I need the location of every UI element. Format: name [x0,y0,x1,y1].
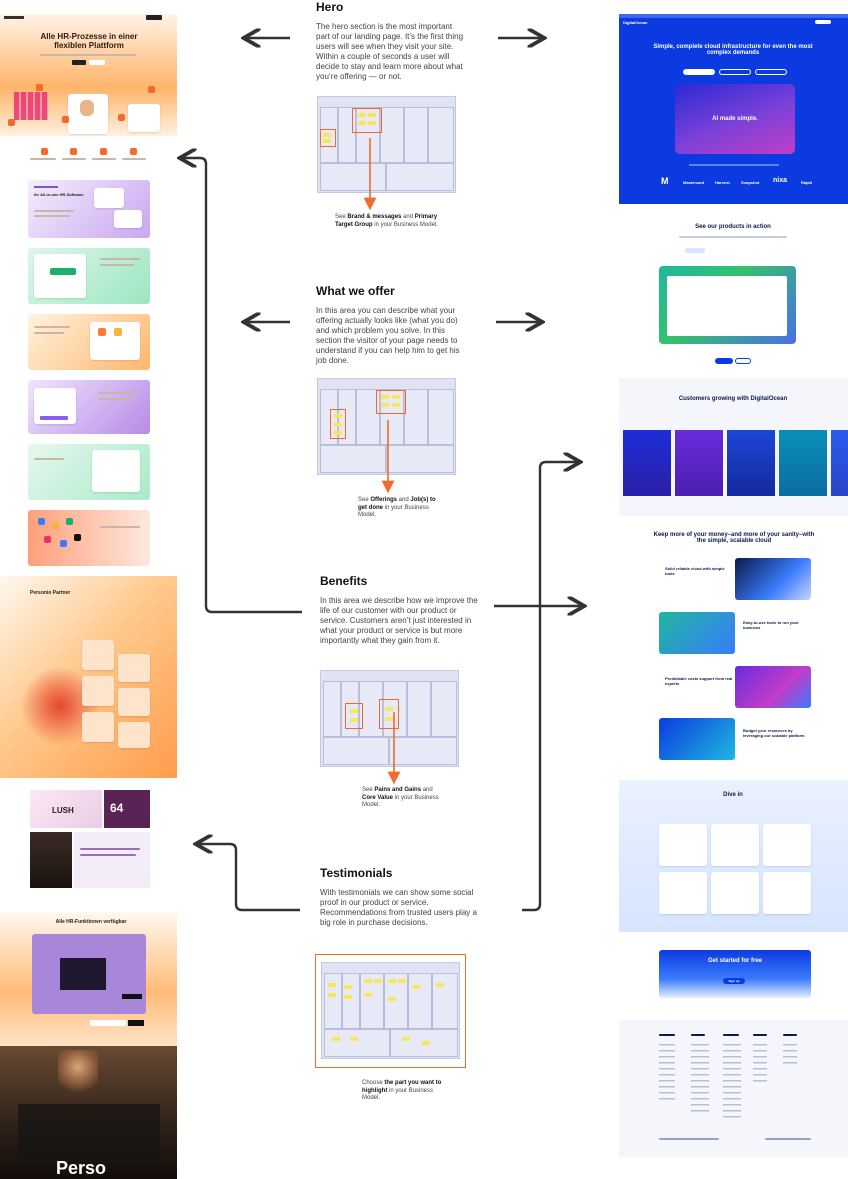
left-cta-section: Alle HR-Funktionen verfügbar [0,912,177,1046]
hero-body: The hero section is the most important p… [316,22,464,81]
right-start-button[interactable]: Sign up [723,978,745,984]
right-logo-3: Harvest [715,180,730,185]
left-features-row [0,146,177,176]
hero-title: Hero [316,0,344,14]
right-hero: DigitalOcean Simple, complete cloud infr… [619,14,848,204]
left-customer-number: 64 [110,801,124,815]
left-integrations [28,510,150,566]
right-dive-title: Dive in [723,792,743,798]
right-dive-in: Dive in [619,780,848,932]
left-footer-word: Perso [56,1158,107,1178]
right-logo-4: Snapshot [741,180,760,185]
right-page-screenshot: DigitalOcean Simple, complete cloud infr… [619,14,848,1157]
right-logo-6: Rapid [801,180,813,185]
offer-caption: See Offerings and Job(s) to get done in … [358,497,436,518]
right-footer [619,1020,848,1157]
left-mid-title: Personio Partner [30,590,71,596]
benefits-canvas-thumbnail [320,670,459,767]
offer-title: What we offer [316,284,395,298]
left-hero-title: Alle HR-Prozesse in einer flexiblen Plat… [40,32,138,50]
right-value: Keep more of your money–and more of your… [619,524,848,764]
benefits-caption: See Pains and Gains and Core Value in yo… [362,787,439,808]
left-hero: Alle HR-Prozesse in einer flexiblen Plat… [0,14,177,136]
right-logo-1: M [661,176,669,186]
right-get-started: Get started for free Sign up [619,938,848,1012]
right-start-title: Get started for free [707,958,762,964]
left-feature-purple: Ihr All-in-one HR-Software [28,180,150,238]
right-products: See our products in action [619,214,848,374]
benefits-highlight-core-value [379,699,399,729]
right-value-item-1: Solid reliable cloud with simple tools [665,566,725,576]
offer-canvas-thumbnail [317,378,456,475]
left-network-section: Personio Partner [0,576,177,778]
left-customer-logo: LUSH [52,806,74,815]
hero-highlight-brand [352,108,382,133]
right-value-item-3: Predictable costs support from real expe… [665,676,733,686]
right-products-title: See our products in action [695,224,771,230]
left-cta-title: Alle HR-Funktionen verfügbar [55,919,127,925]
testimonials-caption: Choose the part you want to highlight in… [362,1080,442,1101]
offer-highlight-jobs [330,409,346,439]
benefits-highlight-pains-gains [345,703,363,729]
left-customer-section: LUSH 64 [28,788,150,900]
testimonials-canvas-frame [315,954,466,1068]
benefits-body: In this area we describe how we improve … [320,596,478,645]
right-logo: DigitalOcean [623,20,648,25]
right-customers: Customers growing with DigitalOcean [619,378,848,516]
left-feature-orange [28,314,150,370]
left-page-screenshot: Alle HR-Prozesse in einer flexiblen Plat… [0,14,177,1179]
offer-body: In this area you can describe what your … [316,306,460,365]
left-feature-purple-2 [28,380,150,434]
hero-highlight-target-group [320,129,336,147]
left-feature-green [28,248,150,304]
hero-caption: See Brand & messages and Primary Target … [335,214,438,228]
right-hero-card-text: AI made simple. [712,116,758,122]
left-feature-green-2 [28,444,150,500]
benefits-title: Benefits [320,574,368,588]
right-value-title: Keep more of your money–and more of your… [653,532,815,544]
right-logo-2: Mastercard [683,180,705,185]
testimonials-title: Testimonials [320,866,393,880]
offer-highlight-offerings [376,390,406,414]
right-logo-5: nixa [773,177,788,184]
hero-canvas-thumbnail [317,96,456,193]
right-hero-title: Simple, complete cloud infrastructure fo… [653,44,813,56]
right-customers-title: Customers growing with DigitalOcean [678,396,788,402]
right-value-item-4: Budget your resources by leveraging our … [743,728,805,738]
left-footer-photo: Perso [0,1046,177,1179]
right-value-item-2: Easy-to-use tools to run your business [743,620,799,630]
testimonials-body: With testimonials we can show some socia… [320,888,477,927]
left-feature-title: Ihr All-in-one HR-Software [34,192,84,197]
